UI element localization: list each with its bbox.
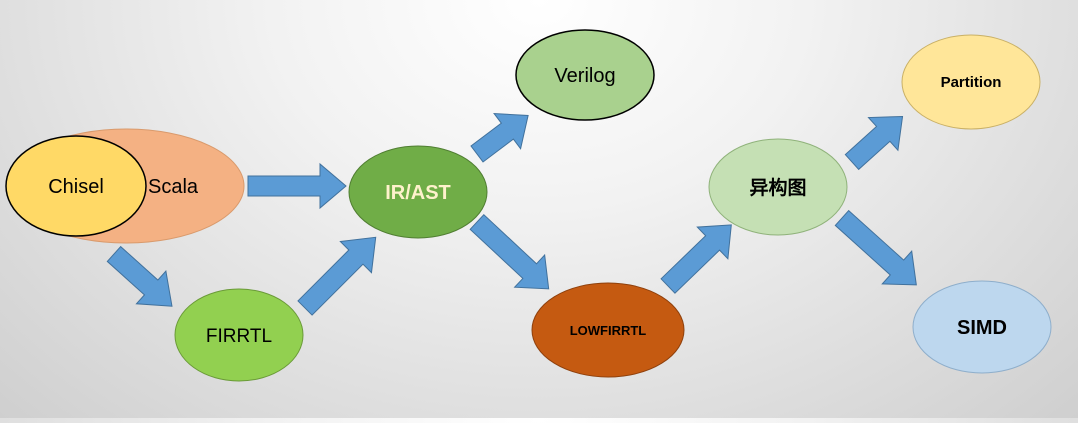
- arrows: [106, 113, 917, 316]
- simd-label: SIMD: [957, 317, 1007, 339]
- node-lowfirrtl: LOWFIRRTL: [531, 282, 685, 378]
- node-partition: Partition: [901, 34, 1041, 130]
- verilog-label: Verilog: [554, 65, 615, 87]
- arrow-irast-to-lowfirrtl: [469, 213, 550, 290]
- arrow-firrtl-to-irast: [297, 236, 377, 316]
- arrow-heterograph-to-partition: [844, 115, 904, 171]
- node-hetero-graph: 异构图: [708, 138, 848, 236]
- firrtl-label: FIRRTL: [206, 326, 272, 347]
- lowfirrtl-ellipse: [531, 282, 685, 378]
- ir-ast-label: IR/AST: [385, 182, 451, 204]
- node-firrtl: FIRRTL: [174, 288, 304, 382]
- hetero-graph-ellipse: [708, 138, 848, 236]
- chisel-label: Chisel: [48, 176, 104, 198]
- arrow-chisel-to-firrtl: [106, 245, 173, 307]
- ir-ast-ellipse: [348, 145, 488, 239]
- partition-label: Partition: [941, 74, 1002, 91]
- node-ir-ast: IR/AST: [348, 145, 488, 239]
- arrow-heterograph-to-simd: [834, 209, 917, 286]
- lowfirrtl-label: LOWFIRRTL: [570, 323, 647, 338]
- scala-label: Scala: [148, 176, 199, 198]
- node-verilog: Verilog: [515, 29, 655, 121]
- node-chisel: Chisel: [5, 135, 147, 237]
- simd-ellipse: [912, 280, 1052, 374]
- arrow-irast-to-verilog: [470, 113, 529, 163]
- arrow-scala-to-irast: [247, 162, 347, 210]
- node-simd: SIMD: [912, 280, 1052, 374]
- verilog-ellipse: [515, 29, 655, 121]
- hetero-graph-label: 异构图: [749, 176, 806, 199]
- arrow-lowfirrtl-to-heterograph: [660, 224, 732, 294]
- partition-ellipse: [901, 34, 1041, 130]
- firrtl-ellipse: [174, 288, 304, 382]
- chisel-ellipse: [5, 135, 147, 237]
